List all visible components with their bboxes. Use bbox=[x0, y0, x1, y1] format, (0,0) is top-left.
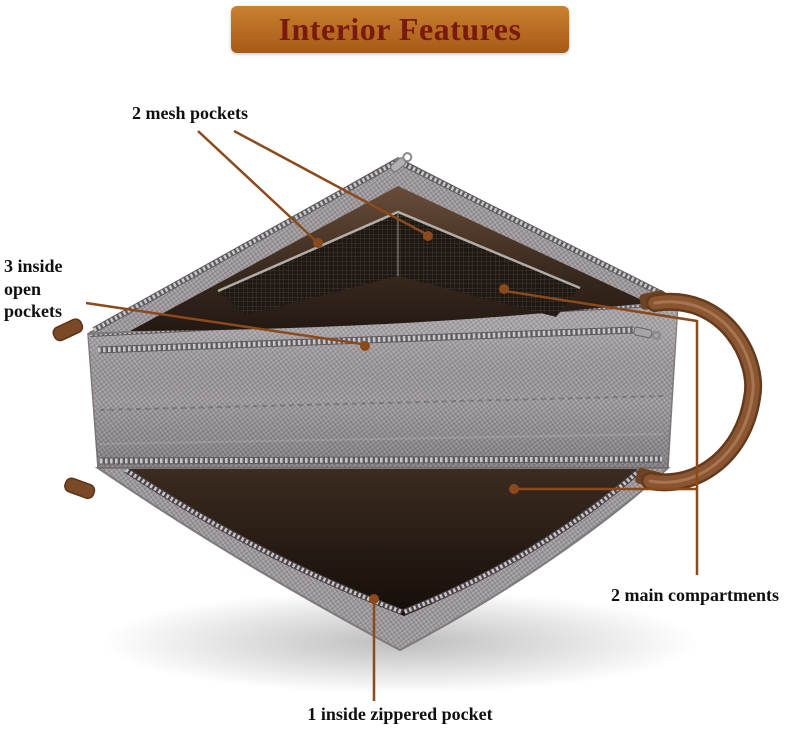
bottom-zipper-teeth-left bbox=[124, 467, 404, 615]
annotation-label-open-pockets: 3 inside open pockets bbox=[4, 256, 63, 321]
mesh-pockets-panel bbox=[218, 212, 580, 317]
leather-tab-upper bbox=[52, 318, 84, 342]
annotation-dot bbox=[369, 594, 379, 604]
bottom-compartment-interior bbox=[126, 469, 640, 616]
top-zipper-pull bbox=[390, 152, 413, 173]
leader-mesh-left bbox=[197, 130, 317, 242]
middle-zipper-pull bbox=[633, 326, 662, 340]
annotation-dot bbox=[509, 484, 519, 494]
top-flap-zipper-teeth-right bbox=[398, 159, 674, 302]
bag-bottom-compartment bbox=[94, 467, 671, 652]
annotation-dot bbox=[499, 284, 509, 294]
annotation-dot bbox=[313, 238, 323, 248]
bag-top-flap bbox=[87, 152, 682, 335]
annotation-dot bbox=[360, 341, 370, 351]
annotation-dot bbox=[423, 231, 433, 241]
carry-handle bbox=[635, 290, 763, 492]
leader-main-top bbox=[504, 289, 699, 575]
annotation-leader-lines bbox=[85, 129, 699, 701]
title-banner: Interior Features bbox=[231, 6, 569, 53]
annotation-label-main-compartments: 2 main compartments bbox=[611, 585, 779, 605]
annotation-dots bbox=[313, 231, 519, 604]
mesh-elastic-binding bbox=[217, 210, 581, 293]
annotation-label-mesh-pockets: 2 mesh pockets bbox=[132, 103, 248, 123]
page-title: Interior Features bbox=[278, 11, 522, 47]
leather-tab-lower bbox=[64, 477, 96, 500]
leader-open-pockets bbox=[85, 301, 363, 346]
leader-mesh-right bbox=[233, 129, 427, 236]
band-stitch-seam bbox=[99, 395, 665, 411]
annotation-label-zippered-pocket: 1 inside zippered pocket bbox=[307, 704, 493, 724]
